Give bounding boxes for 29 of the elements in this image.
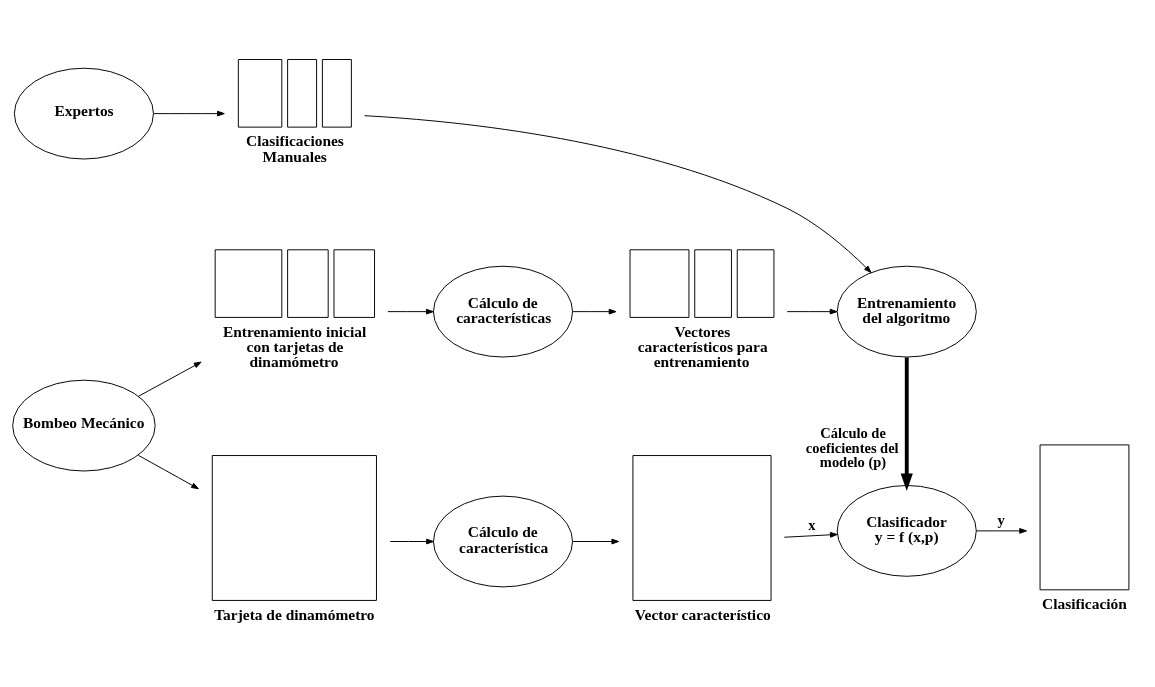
arrow (138, 361, 202, 397)
arrow (572, 538, 620, 545)
node-label: Vector característico (634, 605, 771, 623)
node-label: Vectores característicos para entrenamiento (637, 322, 768, 371)
edge-label: x (808, 516, 816, 533)
node-box (632, 455, 772, 601)
node-box (211, 455, 377, 601)
edge-label: Cálculo de coeficientes del modelo (p) (805, 425, 899, 471)
arrow (975, 528, 1027, 534)
arrow (786, 308, 838, 315)
edge-label: y (997, 512, 1005, 529)
node-box (1039, 444, 1130, 591)
node-label: Clasificación (1041, 594, 1127, 612)
node-ellipse: Clasificador y = f (x,p) (836, 485, 977, 577)
arrow (364, 115, 872, 273)
arrow (389, 538, 434, 545)
arrow (900, 357, 913, 491)
arrow (153, 110, 225, 117)
node-ellipse: Cálculo de características (432, 265, 574, 358)
node-label: Clasificaciones Manuales (246, 132, 344, 165)
node-ellipse: Cálculo de característica (432, 495, 574, 588)
arrow (387, 308, 434, 315)
node-label: Entrenamiento inicial con tarjetas de dinamómetro (222, 322, 367, 371)
arrow (783, 531, 838, 538)
node-ellipse: Bombeo Mecánico (12, 379, 156, 472)
node-ellipse: Expertos (13, 67, 154, 160)
arrow (137, 454, 199, 490)
node-label: Tarjeta de dinamómetro (214, 605, 375, 623)
arrow (572, 308, 617, 315)
